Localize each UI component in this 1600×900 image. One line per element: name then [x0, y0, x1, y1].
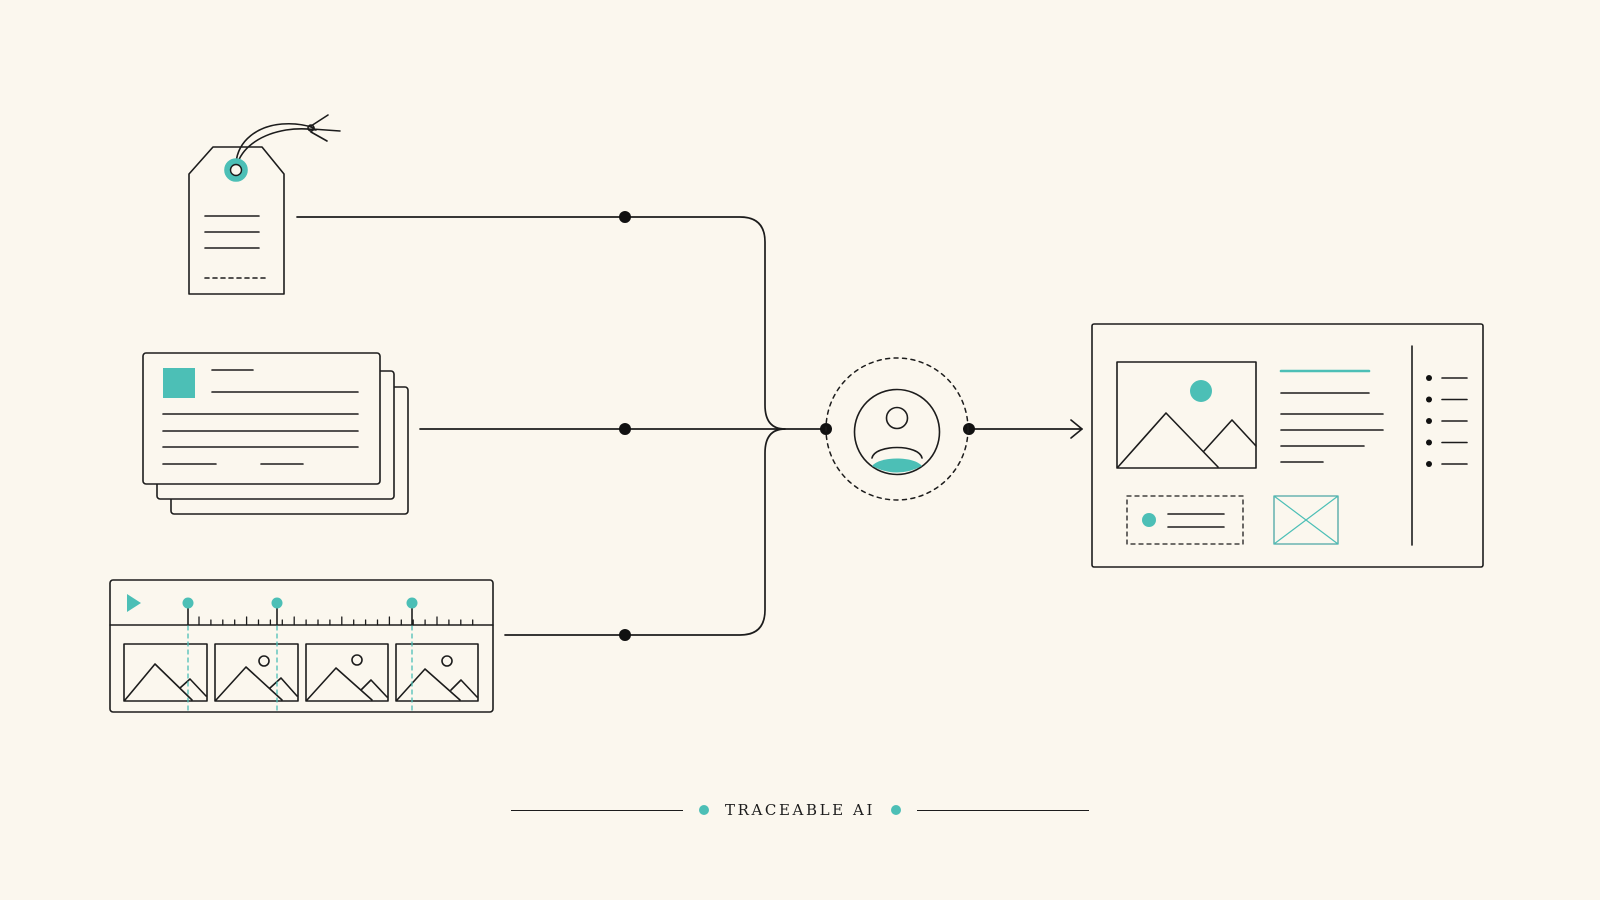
video-timeline-icon — [109, 579, 494, 713]
timeline-marker — [406, 597, 418, 609]
timeline-marker — [182, 597, 194, 609]
connector-nodes — [619, 211, 975, 641]
document-stack-icon — [142, 352, 409, 515]
tag-icon — [188, 114, 341, 295]
connector-lines — [296, 216, 1083, 636]
list-bullet — [1426, 396, 1432, 403]
timeline-marker — [271, 597, 283, 609]
list-bullet — [1426, 375, 1432, 381]
list-bullet — [1426, 439, 1432, 446]
list-bullet — [1426, 418, 1432, 424]
list-bullet — [1426, 461, 1432, 467]
user-avatar-icon — [825, 357, 969, 501]
play-icon — [127, 594, 141, 612]
product-page-mockup-icon — [1091, 323, 1484, 568]
